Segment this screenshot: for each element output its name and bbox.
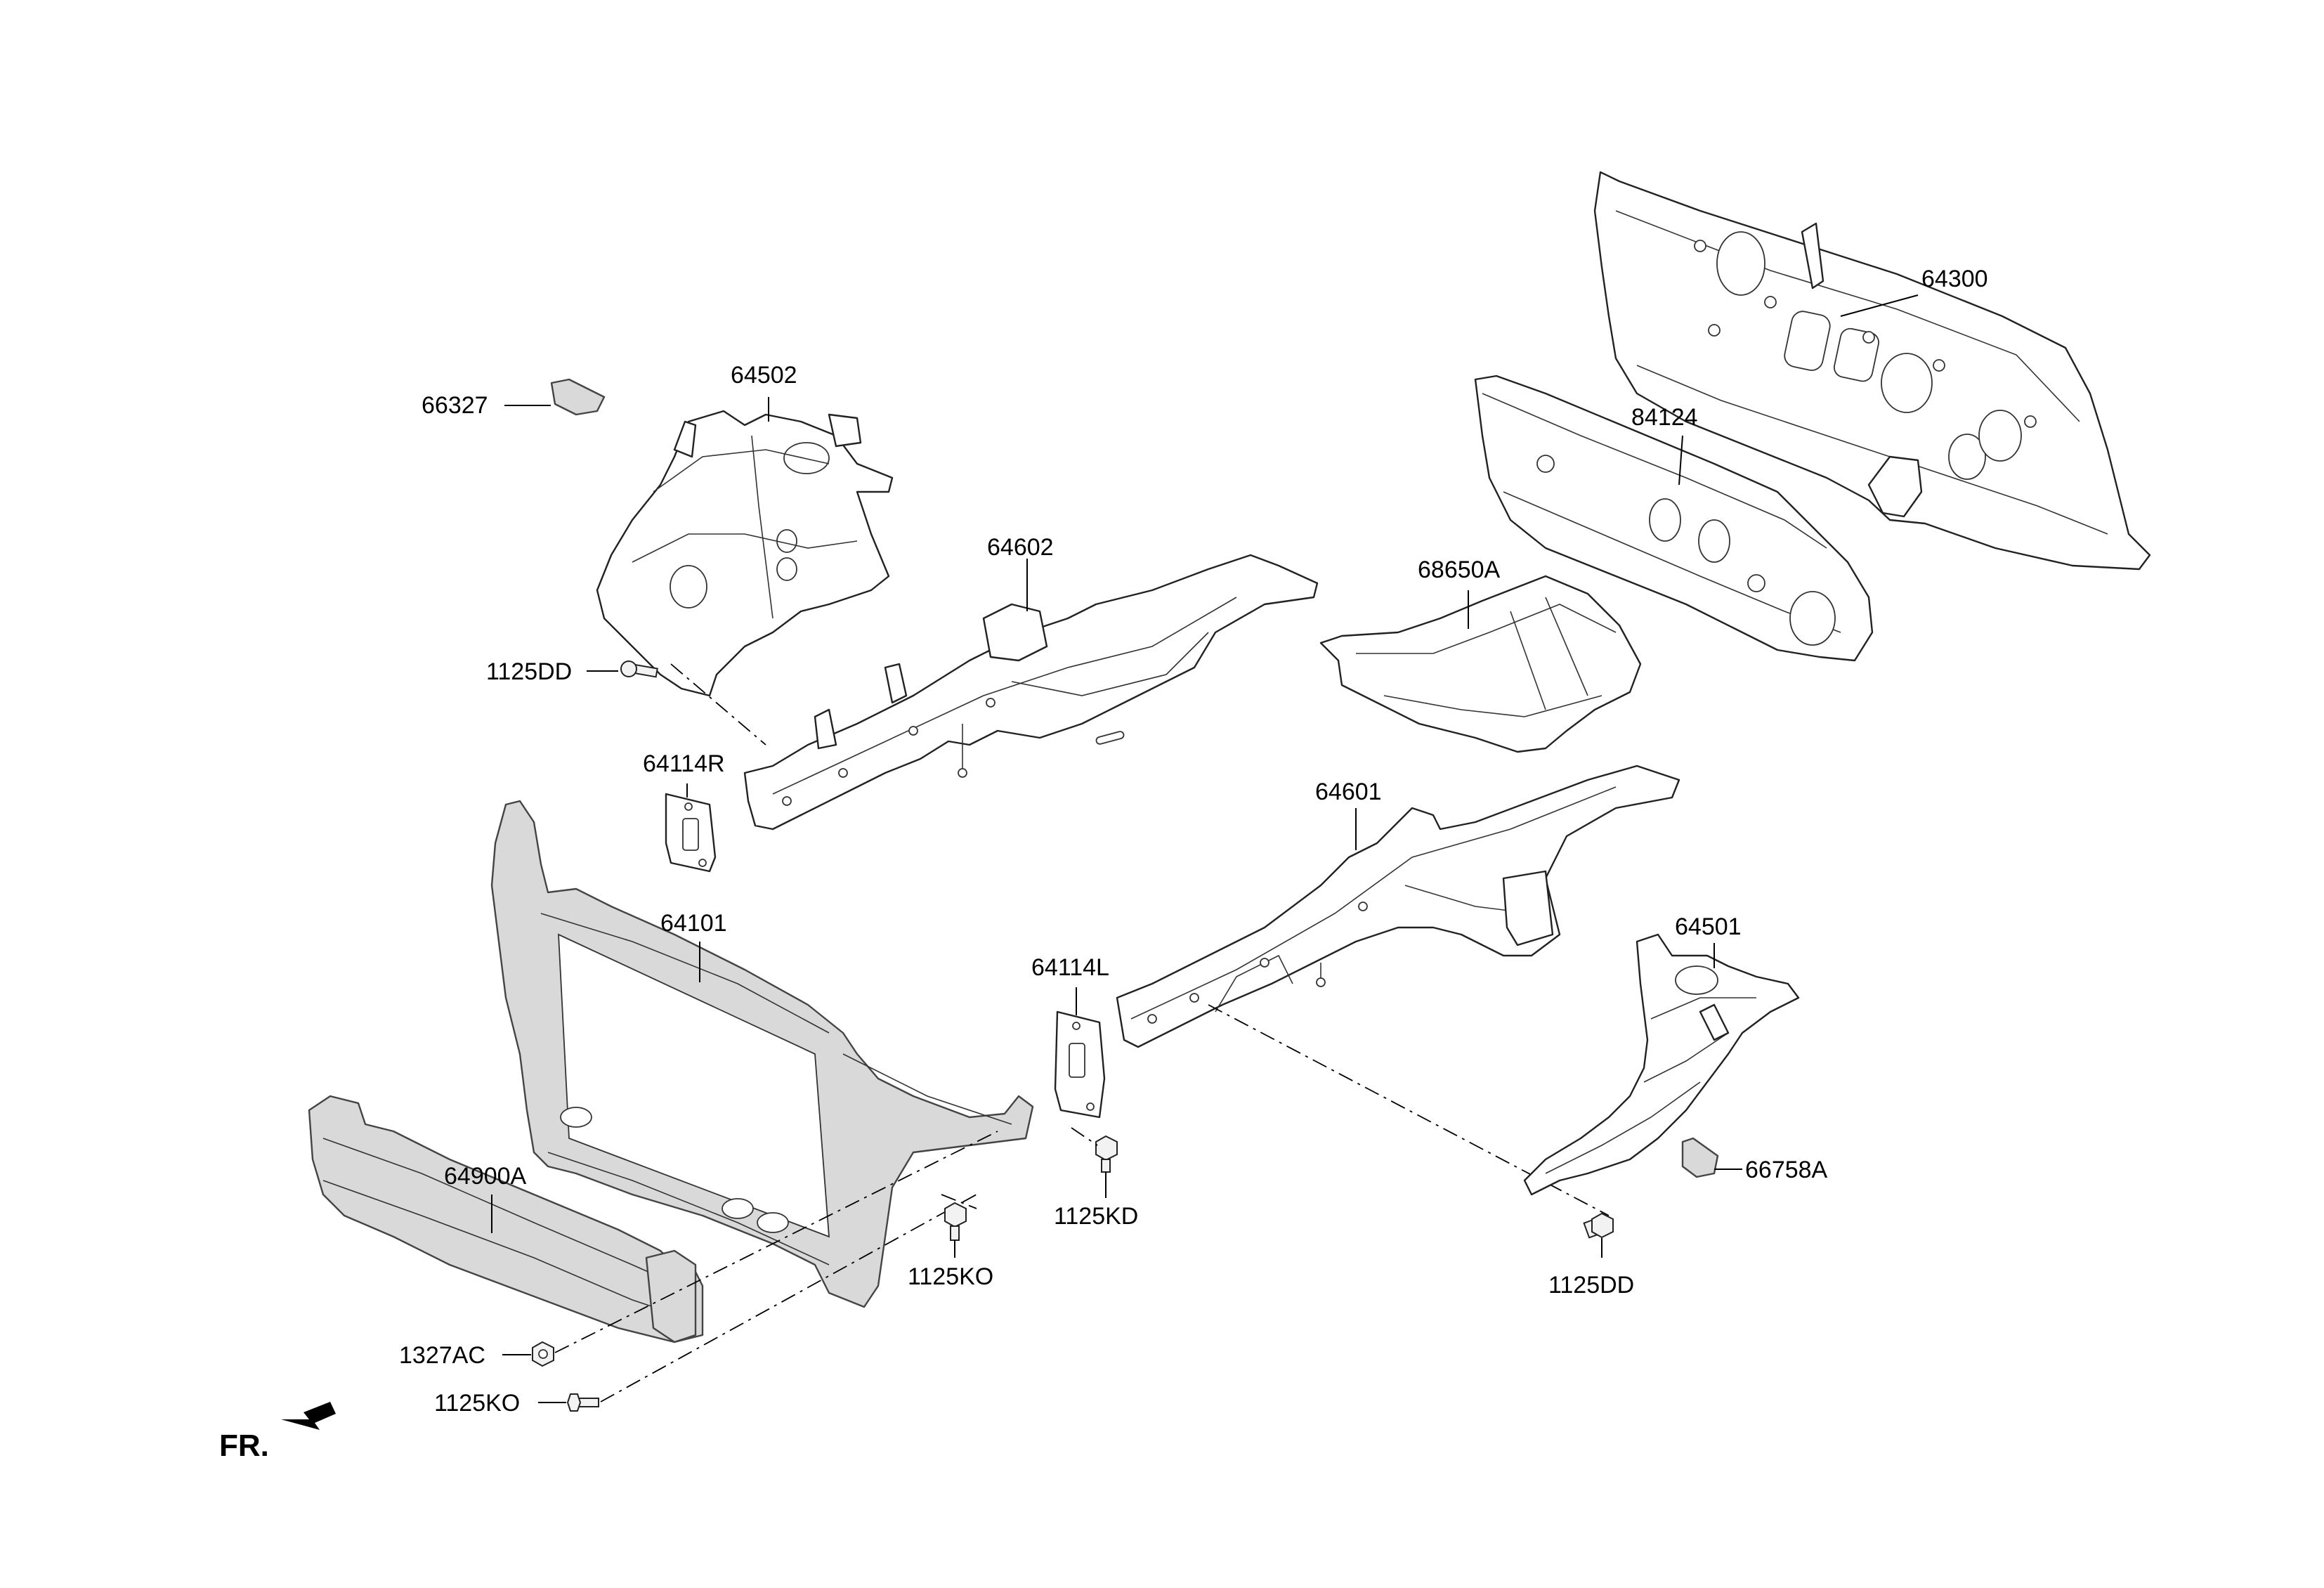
label-1125KD: 1125KD <box>1054 1203 1138 1230</box>
label-64900A-group: 64900A <box>444 1163 527 1233</box>
label-68650A-group: 68650A <box>1418 557 1501 629</box>
assembly-line-front-1 <box>554 1131 998 1353</box>
assembly-line-rh <box>670 663 766 746</box>
label-64114R: 64114R <box>643 750 725 777</box>
label-1125KO-mid-group: 1125KO <box>908 1240 993 1290</box>
fr-label: FR. <box>219 1428 269 1463</box>
label-64101: 64101 <box>660 910 727 937</box>
wheel-house-lh-part[interactable] <box>1523 933 1800 1196</box>
label-64601-group: 64601 <box>1315 779 1382 850</box>
bolt-1125DD-bottom[interactable] <box>1583 1212 1614 1239</box>
label-64601: 64601 <box>1315 779 1382 805</box>
front-direction-indicator: FR. <box>219 1402 336 1463</box>
label-1125DD-bottom: 1125DD <box>1548 1272 1634 1299</box>
side-member-rh-part[interactable] <box>743 554 1319 831</box>
bracket-66327-part[interactable] <box>550 378 606 416</box>
label-66327: 66327 <box>422 392 488 419</box>
label-64114R-group: 64114R <box>643 750 725 798</box>
label-64300: 64300 <box>1921 266 1988 292</box>
label-64602-group: 64602 <box>987 534 1054 611</box>
label-1327AC: 1327AC <box>399 1342 485 1369</box>
label-66327-group: 66327 <box>422 392 551 419</box>
label-1125DD-top-group: 1125DD <box>486 658 618 685</box>
bracket-66758A-part[interactable] <box>1681 1137 1719 1178</box>
front-direction-arrow-icon <box>281 1402 336 1430</box>
label-1125KO-bottom-group: 1125KO <box>434 1390 566 1417</box>
label-66758A-group: 66758A <box>1714 1157 1828 1183</box>
insulator-part[interactable] <box>1474 375 1874 662</box>
label-64114L: 64114L <box>1031 954 1109 981</box>
wheel-house-rh-part[interactable] <box>596 410 894 697</box>
dash-panel-part[interactable] <box>1593 171 2151 571</box>
bolt-1125KD[interactable] <box>1095 1135 1118 1173</box>
nut-1327AC[interactable] <box>532 1341 554 1367</box>
label-1125DD-bottom-group: 1125DD <box>1548 1238 1634 1299</box>
label-64114L-group: 64114L <box>1031 954 1109 1015</box>
label-64101-group: 64101 <box>660 910 727 982</box>
assembly-line-front-3 <box>941 1194 977 1209</box>
bolt-1125DD-top[interactable] <box>620 660 658 678</box>
label-64501: 64501 <box>1675 913 1742 940</box>
label-1125KO-mid: 1125KO <box>908 1263 993 1290</box>
label-1125KO-bottom: 1125KO <box>434 1390 520 1417</box>
radiator-support-part[interactable] <box>490 800 1034 1308</box>
heat-shield-part[interactable] <box>1319 575 1642 753</box>
label-1327AC-group: 1327AC <box>399 1342 531 1369</box>
label-64501-group: 64501 <box>1675 913 1742 968</box>
label-1125KD-group: 1125KD <box>1054 1172 1138 1230</box>
label-66758A: 66758A <box>1745 1157 1828 1183</box>
plate-64114R-part[interactable] <box>665 793 717 873</box>
bumper-beam-part[interactable] <box>308 1095 704 1343</box>
bolt-1125KO-bottom[interactable] <box>566 1393 599 1412</box>
label-64502: 64502 <box>731 362 797 389</box>
plate-64114L-part[interactable] <box>1054 1010 1106 1119</box>
label-1125DD-top: 1125DD <box>486 658 572 685</box>
label-64602: 64602 <box>987 534 1054 561</box>
side-member-lh-part[interactable] <box>1116 764 1680 1048</box>
assembly-line-front-2 <box>600 1194 977 1402</box>
label-84124: 84124 <box>1631 404 1698 431</box>
label-68650A: 68650A <box>1418 557 1501 583</box>
label-84124-group: 84124 <box>1631 404 1698 486</box>
label-64900A: 64900A <box>444 1163 527 1190</box>
assembly-line-lh-bolt <box>1071 1127 1098 1146</box>
label-64300-group: 64300 <box>1840 266 1988 317</box>
label-64502-group: 64502 <box>731 362 797 422</box>
bolt-1125KO-mid[interactable] <box>944 1202 967 1241</box>
